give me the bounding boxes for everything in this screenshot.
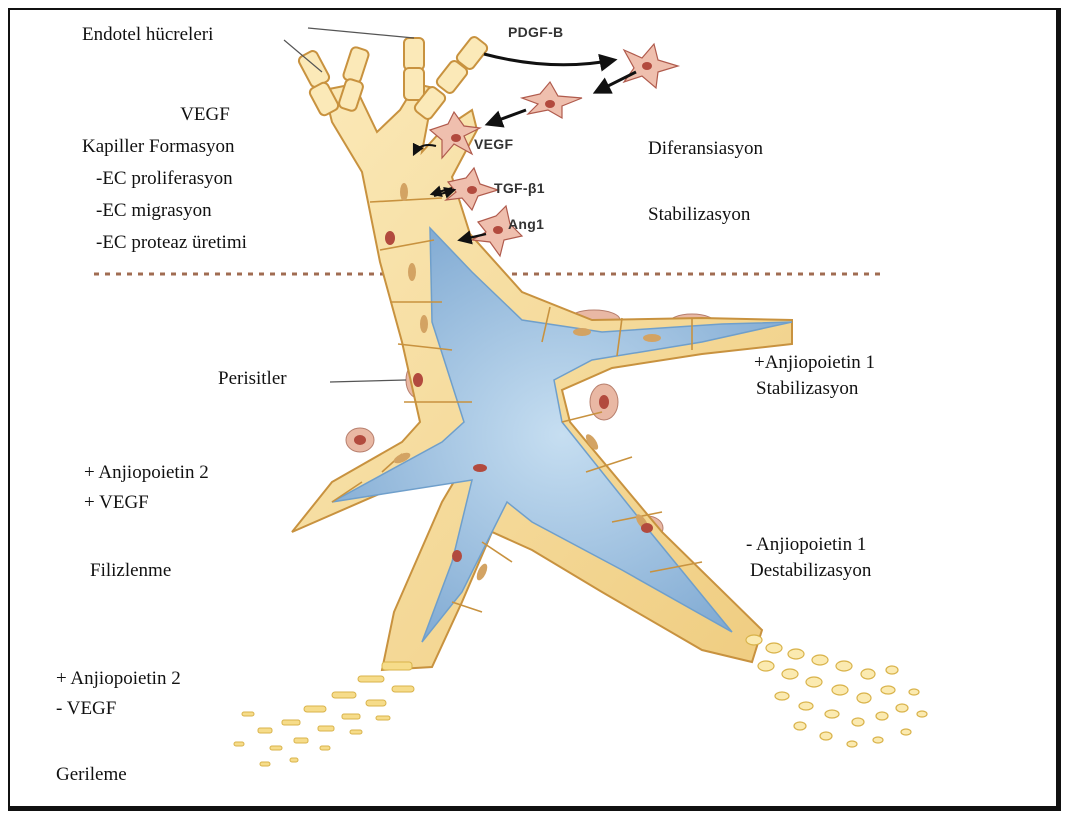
vegf-signal-label: VEGF bbox=[474, 136, 513, 152]
top-left-item-3: -EC proteaz üretimi bbox=[96, 230, 247, 255]
figure-frame: Endotel hücreleri PDGF-B VEGF TGF-β1 Ang… bbox=[8, 8, 1061, 811]
top-left-subtitle: Kapiller Formasyon bbox=[82, 134, 235, 159]
pericytes-label: Perisitler bbox=[218, 366, 287, 391]
endothelial-cell-branches bbox=[297, 35, 489, 121]
right-low-line-1: - Anjiopoietin 1 bbox=[746, 532, 866, 557]
top-right-line-1: Diferansiasyon bbox=[648, 136, 763, 161]
top-left-item-1: -EC proliferasyon bbox=[96, 166, 233, 191]
pdgf-b-label: PDGF-B bbox=[508, 24, 563, 40]
regressing-cells-left bbox=[234, 662, 414, 766]
left-low-line-2: - VEGF bbox=[56, 696, 116, 721]
top-left-title: VEGF bbox=[160, 102, 250, 127]
left-mid-line-1: + Anjiopoietin 2 bbox=[84, 460, 209, 485]
left-mid-line-3: Filizlenme bbox=[90, 558, 171, 583]
tgf-beta1-label: TGF-β1 bbox=[494, 180, 545, 196]
right-low-line-2: Destabilizasyon bbox=[750, 558, 871, 583]
left-mid-line-2: + VEGF bbox=[84, 490, 149, 515]
left-low-line-1: + Anjiopoietin 2 bbox=[56, 666, 181, 691]
right-mid-line-2: Stabilizasyon bbox=[756, 376, 858, 401]
right-mid-line-1: +Anjiopoietin 1 bbox=[754, 350, 875, 375]
left-low-line-3: Gerileme bbox=[56, 762, 127, 787]
top-left-item-2: -EC migrasyon bbox=[96, 198, 212, 223]
endothelial-cells-label: Endotel hücreleri bbox=[82, 22, 213, 47]
regressing-cells-right bbox=[746, 635, 927, 747]
ang1-label: Ang1 bbox=[508, 216, 544, 232]
top-right-line-2: Stabilizasyon bbox=[648, 202, 750, 227]
